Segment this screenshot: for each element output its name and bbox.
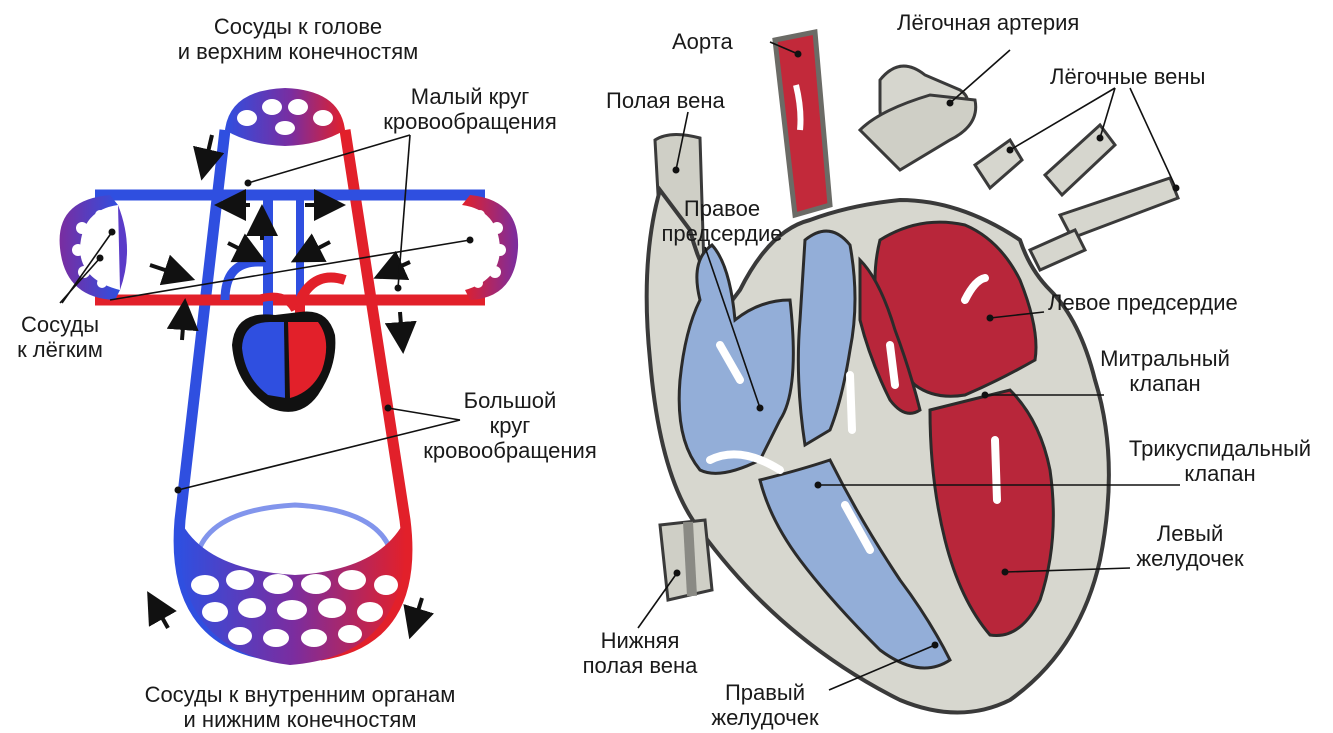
left-lung-capillary — [60, 195, 127, 300]
label-systemic-circuit: Большой круг кровообращения — [405, 388, 615, 463]
label-lung-vessels: Сосуды к лёгким — [0, 312, 120, 362]
right-lung-capillary — [462, 195, 518, 300]
head-capillary-bed — [225, 88, 345, 146]
label-head-vessels: Сосуды к голове и верхним конечностям — [148, 14, 448, 64]
label-mitral-valve: Митральный клапан — [1075, 346, 1255, 396]
circulation-scheme — [60, 88, 518, 665]
label-pulmonary-circuit: Малый круг кровообращения — [365, 84, 575, 134]
organ-capillary-bed — [179, 520, 406, 665]
label-right-atrium: Правое предсердие — [652, 196, 792, 246]
label-inferior-vena-cava: Нижняя полая вена — [565, 628, 715, 678]
schematic-heart — [232, 311, 335, 411]
label-left-atrium: Левое предсердие — [1048, 290, 1238, 315]
leader-pulmonary-artery — [950, 50, 1010, 103]
label-aorta: Аорта — [672, 29, 733, 54]
label-right-ventricle: Правый желудочек — [700, 680, 830, 730]
label-organ-vessels: Сосуды к внутренним органам и нижним кон… — [100, 682, 500, 732]
label-tricuspid-valve: Трикуспидальный клапан — [1110, 436, 1330, 486]
label-pulmonary-veins: Лёгочные вены — [1050, 64, 1205, 89]
leader-veins-3 — [1130, 88, 1176, 188]
label-vena-cava: Полая вена — [606, 88, 725, 113]
label-pulmonary-artery: Лёгочная артерия — [897, 10, 1079, 35]
label-left-ventricle: Левый желудочек — [1120, 521, 1260, 571]
